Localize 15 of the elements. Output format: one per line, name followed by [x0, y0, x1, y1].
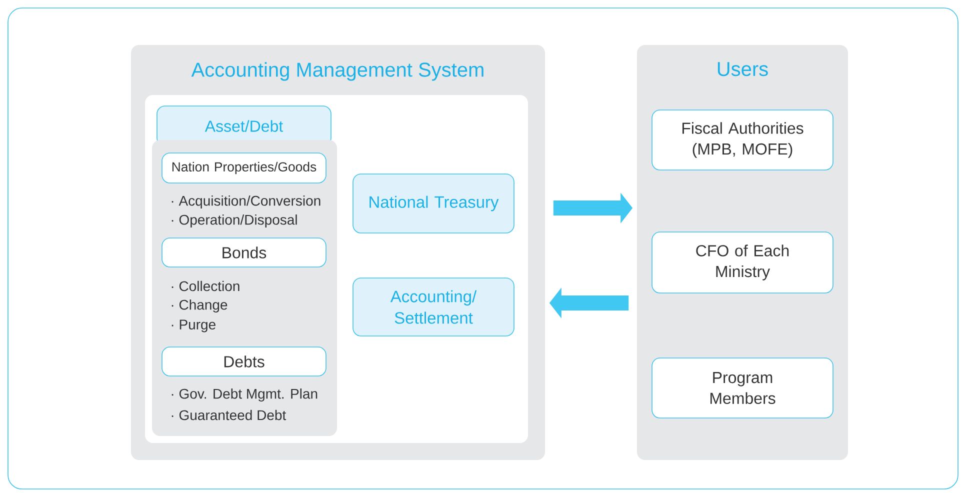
bullet-item: · Change — [172, 299, 228, 313]
user-box: Fiscal Authorities (MPB, MOFE) — [652, 110, 834, 170]
bullet-item: · Gov. Debt Mgmt. Plan — [172, 388, 318, 402]
user-box: Bonds — [162, 238, 326, 268]
bullet-item: · Guaranteed Debt — [172, 410, 286, 420]
user-box: Nation Properties/Goods — [162, 152, 326, 184]
user-box: Debts — [162, 346, 326, 376]
user-box: Program Members — [652, 358, 834, 418]
process-box: National Treasury — [352, 174, 514, 234]
bullet-item: · Purge — [172, 320, 216, 332]
bullet-item: · Acquisition/Conversion — [172, 195, 320, 209]
user-box: CFO of Each Ministry — [652, 232, 834, 294]
bullet-item: · Collection — [172, 280, 240, 292]
bullet-item: · Operation/Disposal — [172, 214, 297, 228]
process-box: Accounting/ Settlement — [352, 278, 514, 336]
